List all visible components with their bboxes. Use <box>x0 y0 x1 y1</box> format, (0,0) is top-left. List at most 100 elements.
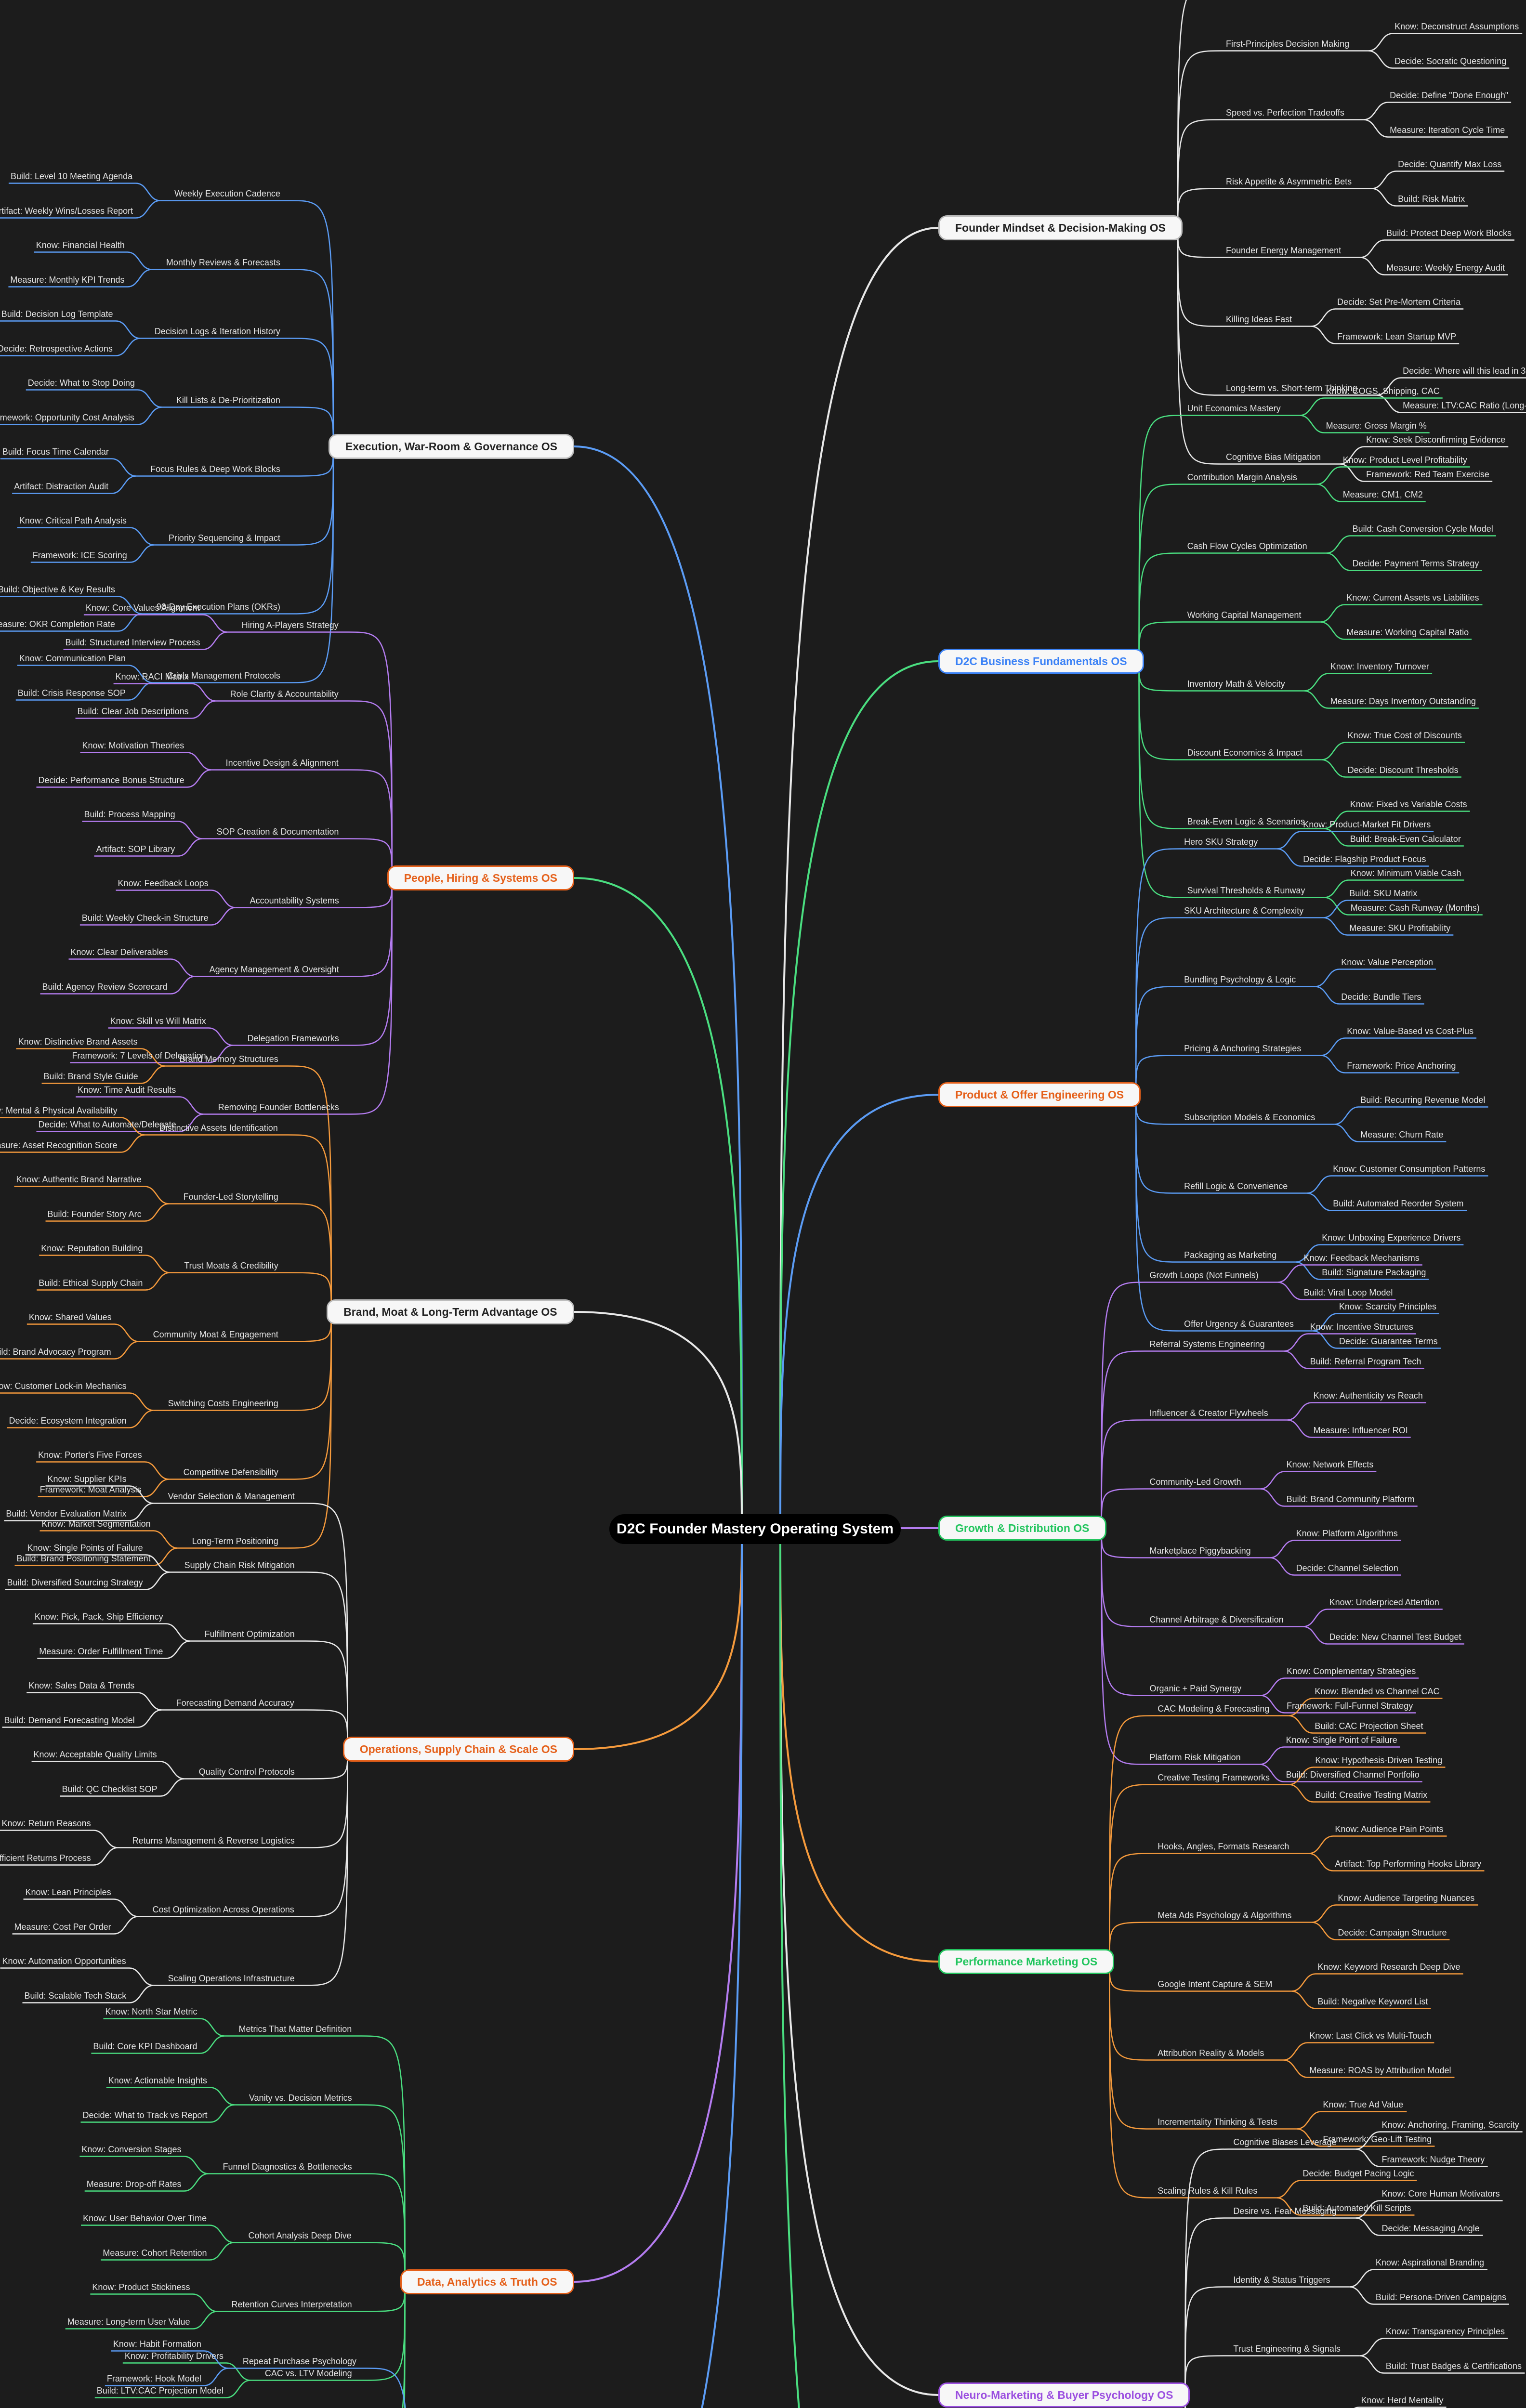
topic-node[interactable]: Marketplace Piggybacking <box>1149 1545 1251 1556</box>
leaf-node[interactable]: Measure: LTV:CAC Ratio (Long-term) <box>1403 400 1526 410</box>
leaf-node[interactable]: Know: Transparency Principles <box>1385 2326 1505 2336</box>
topic-node[interactable]: Delegation Frameworks <box>247 1033 339 1043</box>
leaf-node[interactable]: Build: Viral Loop Model <box>1303 1287 1393 1297</box>
leaf-node[interactable]: Measure: OKR Completion Rate <box>0 619 115 629</box>
leaf-node[interactable]: Know: Value Perception <box>1341 957 1434 967</box>
leaf-node[interactable]: Build: LTV:CAC Projection Model <box>96 2385 224 2395</box>
topic-node[interactable]: Attribution Reality & Models <box>1158 2048 1264 2058</box>
topic-node[interactable]: Funnel Diagnostics & Bottlenecks <box>223 2161 352 2172</box>
leaf-node[interactable]: Framework: Geo-Lift Testing <box>1323 2134 1432 2144</box>
leaf-node[interactable]: Measure: Cohort Retention <box>103 2248 207 2258</box>
topic-node[interactable]: Brand Memory Structures <box>179 1054 278 1064</box>
leaf-node[interactable]: Know: Authentic Brand Narrative <box>16 1174 142 1184</box>
topic-node[interactable]: Fulfillment Optimization <box>204 1629 295 1639</box>
leaf-node[interactable]: Decide: Budget Pacing Logic <box>1302 2168 1414 2178</box>
leaf-node[interactable]: Know: Clear Deliverables <box>70 947 168 957</box>
leaf-node[interactable]: Know: North Star Metric <box>105 2006 197 2016</box>
leaf-node[interactable]: Know: Deconstruct Assumptions <box>1394 21 1519 31</box>
leaf-node[interactable]: Measure: CM1, CM2 <box>1342 489 1423 499</box>
leaf-node[interactable]: Build: Referral Program Tech <box>1310 1356 1421 1366</box>
topic-node[interactable]: Hero SKU Strategy <box>1184 837 1258 847</box>
leaf-node[interactable]: Know: Mental & Physical Availability <box>0 1105 118 1115</box>
leaf-node[interactable]: Build: Brand Style Guide <box>43 1071 138 1081</box>
leaf-node[interactable]: Know: Hypothesis-Driven Testing <box>1315 1755 1443 1765</box>
topic-node[interactable]: Vendor Selection & Management <box>168 1491 295 1501</box>
leaf-node[interactable]: Build: Brand Positioning Statement <box>16 1553 151 1563</box>
topic-node[interactable]: Organic + Paid Synergy <box>1149 1683 1242 1693</box>
leaf-node[interactable]: Know: Financial Health <box>36 240 125 250</box>
leaf-node[interactable]: Build: Negative Keyword List <box>1317 1996 1428 2006</box>
leaf-node[interactable]: Build: Brand Community Platform <box>1286 1494 1415 1504</box>
leaf-node[interactable]: Framework: Hook Model <box>106 2373 201 2383</box>
leaf-node[interactable]: Build: Clear Job Descriptions <box>77 706 189 716</box>
topic-node[interactable]: Meta Ads Psychology & Algorithms <box>1158 1910 1292 1920</box>
leaf-node[interactable]: Decide: New Channel Test Budget <box>1329 1632 1461 1642</box>
leaf-node[interactable]: Build: Founder Story Arc <box>47 1209 142 1219</box>
leaf-node[interactable]: Know: Platform Algorithms <box>1296 1528 1398 1538</box>
leaf-node[interactable]: Build: Creative Testing Matrix <box>1315 1790 1428 1800</box>
leaf-node[interactable]: Build: Weekly Check-in Structure <box>81 913 209 923</box>
leaf-node[interactable]: Build: Diversified Channel Portfolio <box>1286 1769 1420 1780</box>
topic-node[interactable]: SKU Architecture & Complexity <box>1184 905 1304 916</box>
topic-node[interactable]: Retention Curves Interpretation <box>231 2299 352 2309</box>
leaf-node[interactable]: Build: Decision Log Template <box>1 309 113 319</box>
leaf-node[interactable]: Artifact: Weekly Wins/Losses Report <box>0 206 133 216</box>
leaf-node[interactable]: Know: Herd Mentality <box>1361 2395 1444 2405</box>
leaf-node[interactable]: Decide: Messaging Angle <box>1381 2223 1480 2233</box>
topic-node[interactable]: Focus Rules & Deep Work Blocks <box>150 464 280 474</box>
topic-node[interactable]: Break-Even Logic & Scenarios <box>1187 816 1305 826</box>
leaf-node[interactable]: Know: Return Reasons <box>1 1818 91 1828</box>
leaf-node[interactable]: Know: Incentive Structures <box>1310 1322 1413 1332</box>
leaf-node[interactable]: Know: Automation Opportunities <box>2 1956 126 1966</box>
topic-node[interactable]: Discount Economics & Impact <box>1187 747 1302 758</box>
leaf-node[interactable]: Measure: Gross Margin % <box>1326 420 1427 431</box>
leaf-node[interactable]: Know: Profitability Drivers <box>124 2351 224 2361</box>
leaf-node[interactable]: Know: Porter's Five Forces <box>38 1450 142 1460</box>
leaf-node[interactable]: Know: Network Effects <box>1286 1459 1374 1469</box>
topic-node[interactable]: Contribution Margin Analysis <box>1187 472 1297 482</box>
topic-node[interactable]: Trust Engineering & Signals <box>1233 2343 1341 2354</box>
topic-node[interactable]: Metrics That Matter Definition <box>238 2024 352 2034</box>
leaf-node[interactable]: Build: Persona-Driven Campaigns <box>1375 2292 1506 2302</box>
topic-node[interactable]: Pricing & Anchoring Strategies <box>1184 1043 1302 1053</box>
branch-node[interactable]: D2C Business Fundamentals OS <box>938 649 1144 674</box>
topic-node[interactable]: Desire vs. Fear Messaging <box>1233 2206 1337 2216</box>
leaf-node[interactable]: Artifact: Top Performing Hooks Library <box>1335 1858 1482 1869</box>
leaf-node[interactable]: Build: Core KPI Dashboard <box>93 2041 197 2051</box>
topic-node[interactable]: Crisis Management Protocols <box>167 670 280 681</box>
leaf-node[interactable]: Know: True Cost of Discounts <box>1347 730 1462 740</box>
leaf-node[interactable]: Know: Audience Targeting Nuances <box>1338 1893 1475 1903</box>
leaf-node[interactable]: Measure: Long-term User Value <box>67 2316 190 2327</box>
leaf-node[interactable]: Know: Market Segmentation <box>41 1518 151 1529</box>
leaf-node[interactable]: Decide: Discount Thresholds <box>1347 765 1459 775</box>
leaf-node[interactable]: Build: Risk Matrix <box>1398 194 1465 204</box>
leaf-node[interactable]: Framework: Price Anchoring <box>1347 1060 1456 1071</box>
branch-node[interactable]: Founder Mindset & Decision-Making OS <box>938 215 1183 240</box>
leaf-node[interactable]: Know: Inventory Turnover <box>1330 661 1429 671</box>
leaf-node[interactable]: Build: Structured Interview Process <box>65 637 200 647</box>
leaf-node[interactable]: Know: Fixed vs Variable Costs <box>1350 799 1467 809</box>
topic-node[interactable]: Founder Energy Management <box>1226 245 1342 255</box>
topic-node[interactable]: Unit Economics Mastery <box>1187 403 1281 413</box>
topic-node[interactable]: CAC vs. LTV Modeling <box>264 2368 352 2378</box>
topic-node[interactable]: Returns Management & Reverse Logistics <box>132 1835 295 1845</box>
leaf-node[interactable]: Know: Time Audit Results <box>78 1085 176 1095</box>
leaf-node[interactable]: Build: Recurring Revenue Model <box>1360 1095 1486 1105</box>
leaf-node[interactable]: Build: Cash Conversion Cycle Model <box>1352 523 1493 534</box>
leaf-node[interactable]: Build: Scalable Tech Stack <box>24 1990 127 2001</box>
leaf-node[interactable]: Decide: Guarantee Terms <box>1339 1336 1438 1346</box>
leaf-node[interactable]: Build: CAC Projection Sheet <box>1315 1721 1423 1731</box>
leaf-node[interactable]: Framework: Opportunity Cost Analysis <box>0 412 134 422</box>
leaf-node[interactable]: Measure: ROAS by Attribution Model <box>1309 2065 1451 2075</box>
leaf-node[interactable]: Build: Protect Deep Work Blocks <box>1386 228 1512 238</box>
topic-node[interactable]: Forecasting Demand Accuracy <box>176 1698 294 1708</box>
topic-node[interactable]: Community-Led Growth <box>1149 1477 1241 1487</box>
leaf-node[interactable]: Measure: SKU Profitability <box>1349 923 1451 933</box>
leaf-node[interactable]: Build: Ethical Supply Chain <box>39 1278 143 1288</box>
leaf-node[interactable]: Know: Audience Pain Points <box>1335 1824 1444 1834</box>
leaf-node[interactable]: Build: Process Mapping <box>84 809 175 819</box>
leaf-node[interactable]: Know: Seek Disconfirming Evidence <box>1366 434 1506 445</box>
topic-node[interactable]: Growth Loops (Not Funnels) <box>1149 1270 1259 1280</box>
leaf-node[interactable]: Know: Aspirational Branding <box>1375 2257 1484 2267</box>
topic-node[interactable]: Quality Control Protocols <box>198 1767 295 1777</box>
